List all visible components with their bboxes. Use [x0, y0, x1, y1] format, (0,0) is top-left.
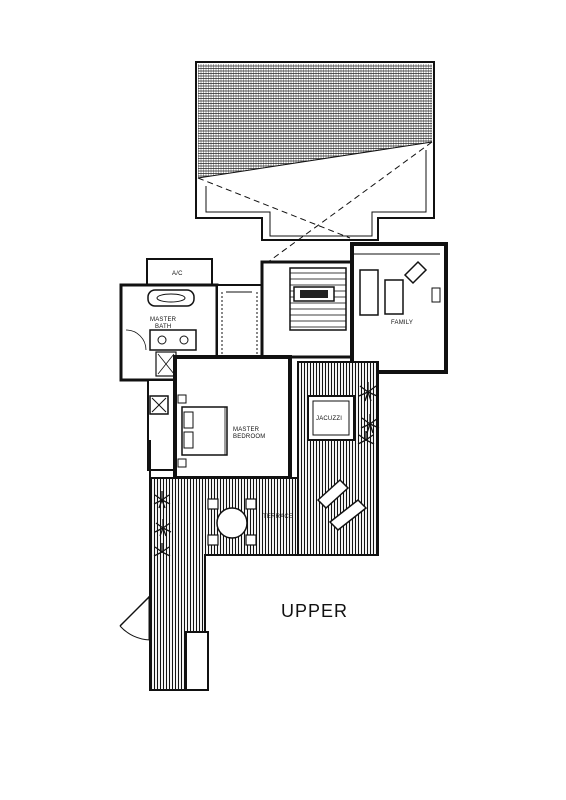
bathtub-icon [147, 289, 195, 307]
sofa-icon [359, 269, 379, 316]
sunlounger-icon [316, 478, 368, 532]
master-bath-label-2: BATH [155, 324, 171, 330]
master-bedroom-label-2: BEDROOM [233, 434, 265, 440]
master-bath-label-1: MASTER [150, 317, 177, 323]
ac-unit: A/C [146, 258, 213, 286]
master-bedroom: MASTER BEDROOM [173, 355, 292, 480]
terrace-label: TERRACE [263, 514, 293, 520]
floor-label: UPPER [281, 601, 348, 621]
terrace-deck: JACUZZI TERRACE [149, 361, 379, 691]
dining-table-icon [207, 498, 257, 546]
door-swing-icon [125, 329, 147, 351]
master-bath: MASTER BATH [119, 283, 219, 382]
family-label: FAMILY [391, 320, 413, 326]
stair-hall [260, 260, 354, 359]
vanity-icon [149, 329, 197, 351]
jacuzzi-label: JACUZZI [316, 416, 342, 422]
family-room: FAMILY [350, 242, 448, 374]
plant-icon [153, 382, 380, 557]
master-bedroom-label-1: MASTER [233, 427, 260, 433]
door-swing-icon [119, 595, 152, 641]
ac-label: A/C [172, 271, 183, 277]
coffee-table-icon [384, 279, 404, 315]
roof-void [195, 61, 435, 263]
armchair-icon [403, 260, 428, 285]
corridor [147, 379, 176, 471]
